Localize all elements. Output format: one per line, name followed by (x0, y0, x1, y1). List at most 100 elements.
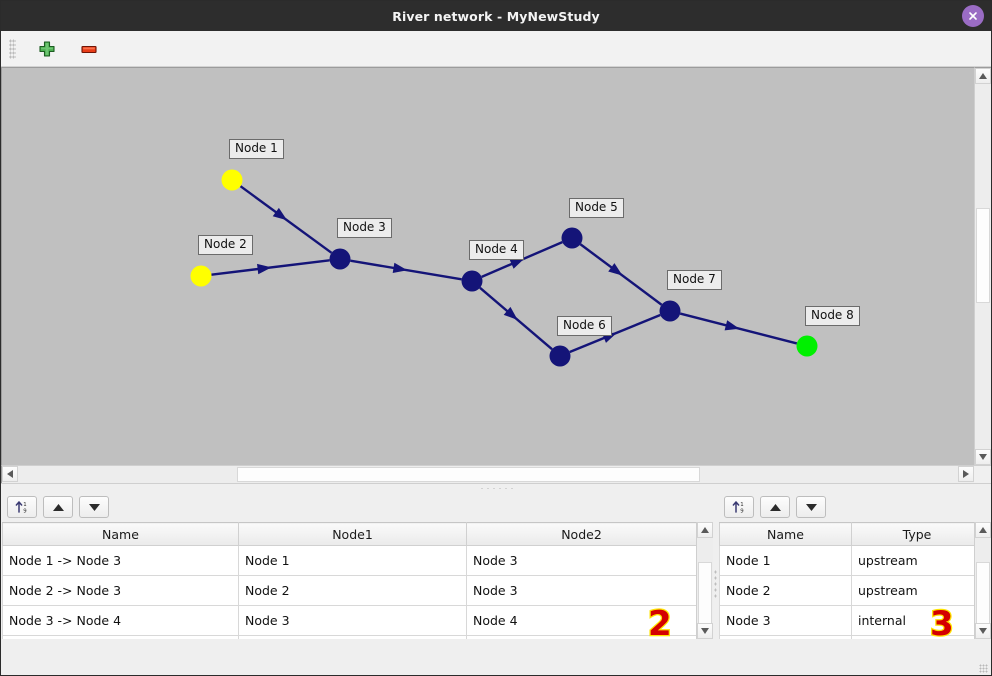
panels-vertical-splitter[interactable] (713, 492, 718, 675)
scroll-left-arrow-icon[interactable] (2, 466, 18, 482)
triangle-up-icon (52, 503, 64, 511)
svg-text:9: 9 (740, 508, 744, 514)
close-icon[interactable] (962, 5, 984, 27)
table-cell[interactable]: Node 3 (719, 605, 852, 636)
nodes-scroll-down-arrow-icon[interactable] (975, 623, 991, 639)
graph-node-node-4[interactable] (461, 270, 483, 292)
nodes-panel-footer (718, 639, 991, 675)
toolbar-drag-handle[interactable] (9, 38, 16, 59)
table-cell[interactable]: internal (851, 635, 974, 639)
graph-node-node-7[interactable] (659, 300, 681, 322)
graph-node-label-node-2[interactable]: Node 2 (198, 235, 253, 255)
table-cell[interactable]: Node 1 (238, 545, 467, 576)
river-network-graph[interactable]: Node 1 Node 2 Node 3 Node 4 Node 5 Node 6 Node… (1, 67, 974, 465)
scroll-right-arrow-icon[interactable] (958, 466, 974, 482)
table-cell[interactable]: Node 3 (466, 545, 696, 576)
table-cell[interactable]: Node 2 -> Node 3 (2, 575, 239, 606)
horizontal-splitter[interactable] (1, 483, 991, 492)
bottom-panels: 1 9 (1, 492, 991, 675)
graph-edge-arrow-icon (272, 207, 288, 221)
graph-node-node-8[interactable] (796, 335, 818, 357)
nodes-move-up-button[interactable] (760, 496, 790, 518)
plus-green-icon (39, 40, 55, 57)
graph-node-node-6[interactable] (549, 345, 571, 367)
graph-node-node-3[interactable] (329, 248, 351, 270)
table-cell[interactable]: Node 3 -> Node 4 (2, 605, 239, 636)
table-cell[interactable]: Node 4 (238, 635, 467, 639)
main-toolbar (1, 31, 991, 67)
graph-horizontal-scrollbar[interactable] (1, 465, 974, 483)
window-title: River network - MyNewStudy (392, 8, 600, 24)
graph-node-label-node-7[interactable]: Node 7 (667, 270, 722, 290)
table-cell[interactable]: internal (851, 605, 974, 636)
table-cell[interactable]: Node 2 (238, 575, 467, 606)
graph-vscroll-thumb[interactable] (976, 208, 990, 303)
table-cell[interactable]: Node 4 (719, 635, 852, 639)
table-row[interactable]: Node 4internal (719, 635, 974, 639)
nodes-vertical-scrollbar[interactable] (974, 522, 991, 639)
reaches-vertical-scrollbar[interactable] (696, 522, 713, 639)
triangle-up-icon (769, 503, 781, 511)
graph-node-label-node-4[interactable]: Node 4 (469, 240, 524, 260)
scroll-down-arrow-icon[interactable] (975, 449, 991, 465)
delete-node-button[interactable] (76, 37, 102, 61)
reaches-panel-footer (1, 639, 713, 675)
table-cell[interactable]: Node 1 -> Node 3 (2, 545, 239, 576)
graph-node-node-5[interactable] (561, 227, 583, 249)
table-cell[interactable]: Node 1 (719, 545, 852, 576)
table-cell[interactable]: Node 3 (466, 575, 696, 606)
nodes-move-down-button[interactable] (796, 496, 826, 518)
table-cell[interactable]: Node 2 (719, 575, 852, 606)
add-node-button[interactable] (34, 37, 60, 61)
table-cell[interactable]: Node 4 (466, 605, 696, 636)
reaches-scroll-up-arrow-icon[interactable] (697, 522, 713, 538)
reaches-column-header-0[interactable]: Name (2, 522, 239, 546)
table-cell[interactable]: Node 5 (466, 635, 696, 639)
reaches-move-down-button[interactable] (79, 496, 109, 518)
nodes-sort-button[interactable]: 1 9 (724, 496, 754, 518)
graph-node-label-node-1[interactable]: Node 1 (229, 139, 284, 159)
graph-hscroll-thumb[interactable] (237, 467, 700, 482)
graph-edge-arrow-icon (392, 262, 408, 274)
svg-text:9: 9 (23, 508, 27, 514)
table-cell[interactable]: Node 3 (238, 605, 467, 636)
window-resize-grip[interactable] (979, 664, 988, 673)
reaches-panel: 1 9 (1, 492, 713, 675)
table-cell[interactable]: upstream (851, 575, 974, 606)
reaches-sort-button[interactable]: 1 9 (7, 496, 37, 518)
graph-edge-arrow-icon (257, 263, 272, 275)
nodes-column-header-0[interactable]: Name (719, 522, 852, 546)
graph-vertical-scrollbar[interactable] (974, 67, 991, 465)
minus-red-icon (81, 45, 97, 53)
reaches-column-header-1[interactable]: Node1 (238, 522, 467, 546)
reaches-move-up-button[interactable] (43, 496, 73, 518)
reaches-scroll-down-arrow-icon[interactable] (697, 623, 713, 639)
table-cell[interactable]: Node 4 -> Node 5 (2, 635, 239, 639)
table-cell[interactable]: upstream (851, 545, 974, 576)
graph-node-node-1[interactable] (221, 169, 243, 191)
title-bar: River network - MyNewStudy (1, 1, 991, 31)
nodes-toolbar: 1 9 (718, 492, 991, 522)
scroll-up-arrow-icon[interactable] (975, 68, 991, 84)
graph-node-label-node-3[interactable]: Node 3 (337, 218, 392, 238)
graph-node-node-2[interactable] (190, 265, 212, 287)
nodes-column-header-1[interactable]: Type (851, 522, 974, 546)
reaches-column-header-2[interactable]: Node2 (466, 522, 696, 546)
graph-node-label-node-8[interactable]: Node 8 (805, 306, 860, 326)
graph-node-label-node-6[interactable]: Node 6 (557, 316, 612, 336)
nodes-scroll-up-arrow-icon[interactable] (975, 522, 991, 538)
graph-node-label-node-5[interactable]: Node 5 (569, 198, 624, 218)
